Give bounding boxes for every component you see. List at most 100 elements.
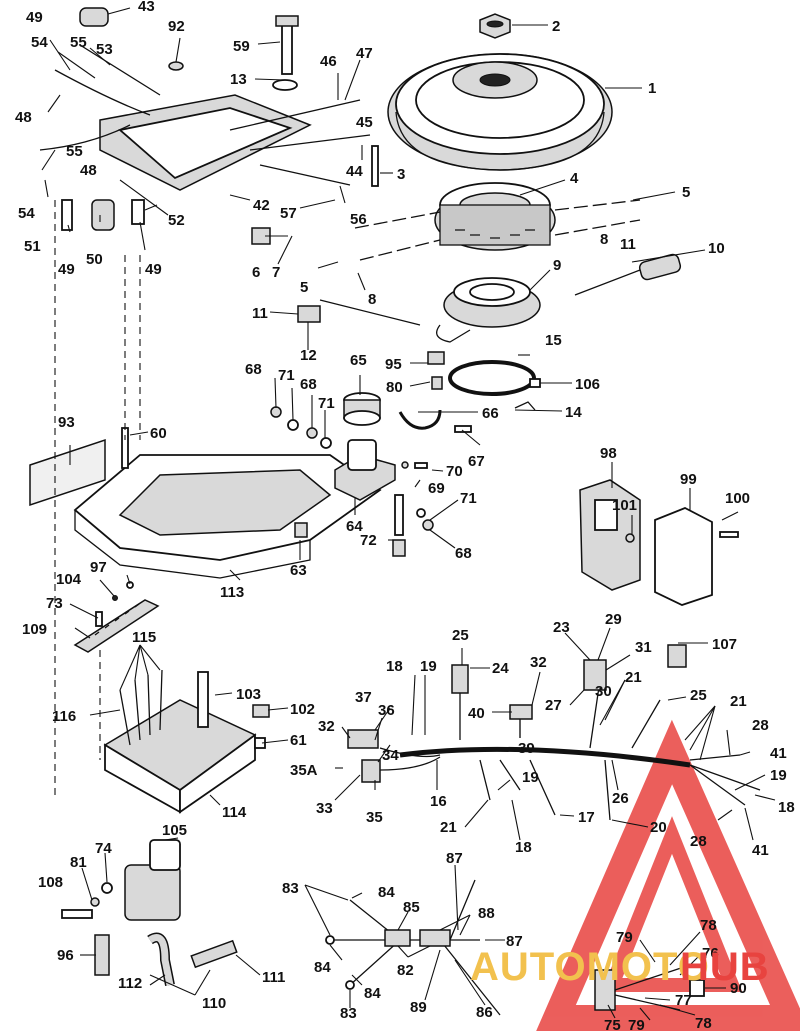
callout-54: 54 bbox=[18, 205, 35, 222]
callout-52: 52 bbox=[168, 212, 185, 229]
callout-25: 25 bbox=[452, 627, 469, 644]
watermark-triangle bbox=[536, 719, 800, 1031]
callout-41: 41 bbox=[752, 842, 769, 859]
callout-46: 46 bbox=[320, 53, 337, 70]
callout-1: 1 bbox=[648, 80, 656, 97]
spark-plug bbox=[61, 199, 73, 231]
callout-78: 78 bbox=[700, 917, 717, 934]
throttle-sensor bbox=[334, 439, 396, 501]
flywheel bbox=[387, 53, 613, 171]
callout-106: 106 bbox=[575, 376, 600, 393]
callout-71: 71 bbox=[318, 395, 335, 412]
callout-19: 19 bbox=[420, 658, 437, 675]
connector-plug bbox=[79, 7, 109, 27]
callout-71: 71 bbox=[278, 367, 295, 384]
secondary-harness bbox=[325, 879, 501, 1016]
callout-55: 55 bbox=[66, 143, 83, 160]
ignition-module bbox=[103, 669, 257, 814]
terminal-96 bbox=[94, 934, 110, 976]
callout-71: 71 bbox=[460, 490, 477, 507]
callout-6: 6 bbox=[252, 264, 260, 281]
ignition-coil bbox=[124, 839, 181, 921]
callout-74: 74 bbox=[95, 840, 112, 857]
callout-68: 68 bbox=[455, 545, 472, 562]
callout-112: 112 bbox=[118, 975, 142, 992]
callout-61: 61 bbox=[290, 732, 307, 749]
bracket bbox=[514, 401, 536, 411]
callout-67: 67 bbox=[468, 453, 485, 470]
callout-116: 116 bbox=[52, 708, 76, 725]
callout-32: 32 bbox=[318, 718, 335, 735]
callout-29: 29 bbox=[605, 611, 622, 628]
callout-114: 114 bbox=[222, 804, 247, 821]
callout-92: 92 bbox=[168, 18, 185, 35]
callout-54: 54 bbox=[31, 34, 48, 51]
callout-107: 107 bbox=[712, 636, 737, 653]
callout-100: 100 bbox=[725, 490, 750, 507]
callout-35A: 35A bbox=[290, 762, 318, 779]
callout-2: 2 bbox=[552, 18, 560, 35]
callout-102: 102 bbox=[290, 701, 315, 718]
callout-75: 75 bbox=[604, 1017, 621, 1031]
callout-19: 19 bbox=[770, 767, 787, 784]
screw bbox=[719, 531, 739, 538]
bolt bbox=[281, 21, 293, 75]
callout-11: 11 bbox=[252, 305, 268, 322]
power-pack-cover bbox=[39, 44, 371, 191]
callout-39: 39 bbox=[518, 740, 535, 757]
callout-47: 47 bbox=[356, 45, 373, 62]
callout-105: 105 bbox=[162, 822, 187, 839]
callout-11: 11 bbox=[620, 236, 636, 253]
callout-85: 85 bbox=[403, 899, 420, 916]
callout-84: 84 bbox=[364, 985, 381, 1002]
nut-small bbox=[270, 406, 282, 418]
callout-113: 113 bbox=[220, 584, 244, 601]
callout-66: 66 bbox=[482, 405, 499, 422]
callout-104: 104 bbox=[56, 571, 82, 588]
mounting-bolt bbox=[197, 671, 209, 728]
callout-78: 78 bbox=[695, 1015, 712, 1031]
callout-20: 20 bbox=[650, 819, 667, 836]
callout-76: 76 bbox=[702, 945, 719, 962]
stator bbox=[434, 182, 556, 251]
bushing-102 bbox=[252, 704, 270, 718]
callout-73: 73 bbox=[46, 595, 63, 612]
callout-16: 16 bbox=[430, 793, 447, 810]
callout-69: 69 bbox=[428, 480, 445, 497]
rectifier bbox=[579, 479, 641, 591]
callout-labels: 1 2 3 4 5 5 6 7 8 8 9 10 11 11 12 13 14 … bbox=[15, 0, 795, 1031]
callout-86: 86 bbox=[476, 1004, 493, 1021]
callout-28: 28 bbox=[690, 833, 707, 850]
grommet bbox=[168, 61, 184, 71]
washer bbox=[272, 79, 298, 91]
callout-34: 34 bbox=[382, 747, 399, 764]
callout-59: 59 bbox=[233, 38, 250, 55]
watermark-logo bbox=[536, 719, 800, 1031]
callout-49: 49 bbox=[145, 261, 162, 278]
callout-18: 18 bbox=[515, 839, 532, 856]
decal bbox=[29, 438, 106, 507]
callout-101: 101 bbox=[612, 497, 637, 514]
callout-63: 63 bbox=[290, 562, 307, 579]
callout-21: 21 bbox=[625, 669, 642, 686]
callout-5: 5 bbox=[300, 279, 308, 296]
callout-81: 81 bbox=[70, 854, 87, 871]
callout-98: 98 bbox=[600, 445, 617, 462]
callout-70: 70 bbox=[446, 463, 463, 480]
callout-28: 28 bbox=[752, 717, 769, 734]
callout-37: 37 bbox=[355, 689, 372, 706]
callout-14: 14 bbox=[565, 404, 582, 421]
watermark-hub: HUB bbox=[680, 945, 770, 989]
connector-107 bbox=[667, 644, 687, 668]
callout-80: 80 bbox=[386, 379, 403, 396]
callout-49: 49 bbox=[26, 9, 43, 26]
watermark-text: AUTOMOTO HUB bbox=[470, 945, 770, 989]
callout-48: 48 bbox=[80, 162, 97, 179]
callout-35: 35 bbox=[366, 809, 383, 826]
retaining-ring bbox=[448, 360, 536, 396]
callout-96: 96 bbox=[57, 947, 74, 964]
callout-18: 18 bbox=[386, 658, 403, 675]
callout-99: 99 bbox=[680, 471, 697, 488]
callout-21: 21 bbox=[440, 819, 457, 836]
